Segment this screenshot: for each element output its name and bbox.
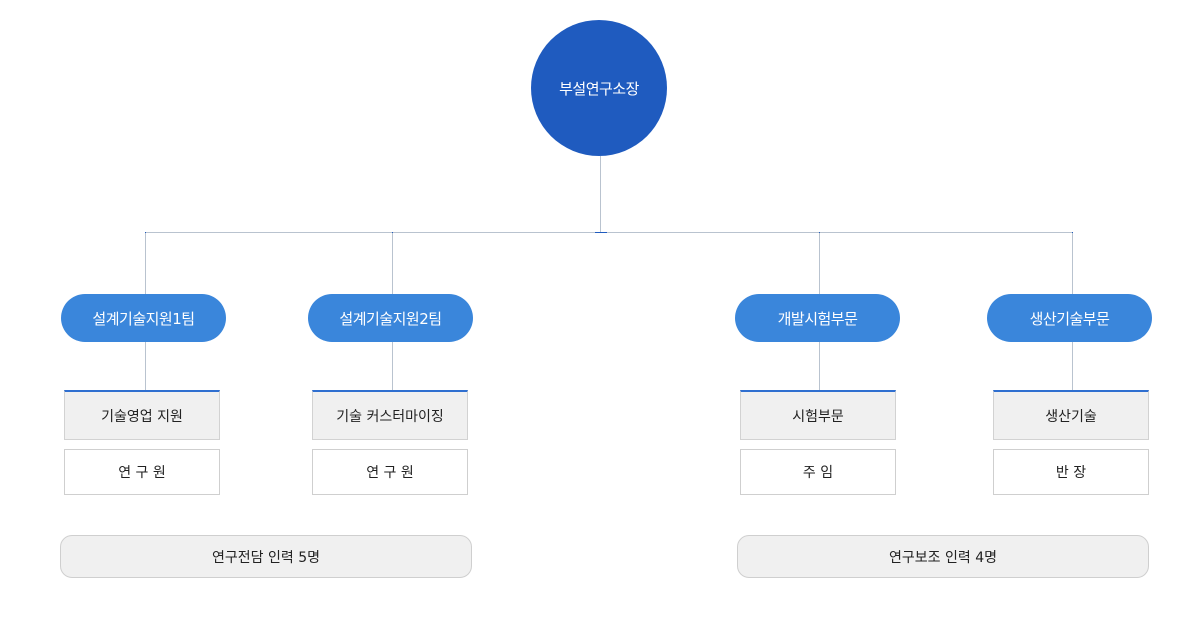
team-label: 개발시험부문 xyxy=(777,309,858,328)
role-box-3: 시험부문 xyxy=(740,390,896,440)
role-box-2: 기술 커스터마이징 xyxy=(312,390,468,440)
summary-label: 연구전담 인력 5명 xyxy=(212,549,320,566)
root-node-label: 부설연구소장 xyxy=(559,79,639,98)
horizontal-connector xyxy=(145,232,1073,233)
position-box-4: 반 장 xyxy=(993,449,1149,495)
position-box-1: 연 구 원 xyxy=(64,449,220,495)
position-label: 반 장 xyxy=(1055,465,1087,481)
root-vertical-connector xyxy=(600,156,601,233)
summary-support-staff: 연구보조 인력 4명 xyxy=(737,535,1149,578)
team-node-4: 생산기술부문 xyxy=(987,294,1152,342)
role-label: 시험부문 xyxy=(792,408,844,425)
role-box-1: 기술영업 지원 xyxy=(64,390,220,440)
connector-junction-mark xyxy=(595,232,607,233)
role-label: 생산기술 xyxy=(1045,408,1097,425)
role-box-4: 생산기술 xyxy=(993,390,1149,440)
role-label: 기술 커스터마이징 xyxy=(336,408,444,425)
team-node-2: 설계기술지원2팀 xyxy=(308,294,473,342)
team-label: 생산기술부문 xyxy=(1029,309,1110,328)
team-node-3: 개발시험부문 xyxy=(735,294,900,342)
position-label: 주 임 xyxy=(802,465,834,481)
summary-label: 연구보조 인력 4명 xyxy=(889,549,997,566)
root-node-lab-director: 부설연구소장 xyxy=(531,20,667,156)
team-label: 설계기술지원1팀 xyxy=(92,309,195,328)
summary-dedicated-researchers: 연구전담 인력 5명 xyxy=(60,535,472,578)
position-box-2: 연 구 원 xyxy=(312,449,468,495)
position-label: 연 구 원 xyxy=(366,465,414,481)
position-box-3: 주 임 xyxy=(740,449,896,495)
team-label: 설계기술지원2팀 xyxy=(339,309,442,328)
team-node-1: 설계기술지원1팀 xyxy=(61,294,226,342)
position-label: 연 구 원 xyxy=(118,465,166,481)
role-label: 기술영업 지원 xyxy=(101,408,183,425)
